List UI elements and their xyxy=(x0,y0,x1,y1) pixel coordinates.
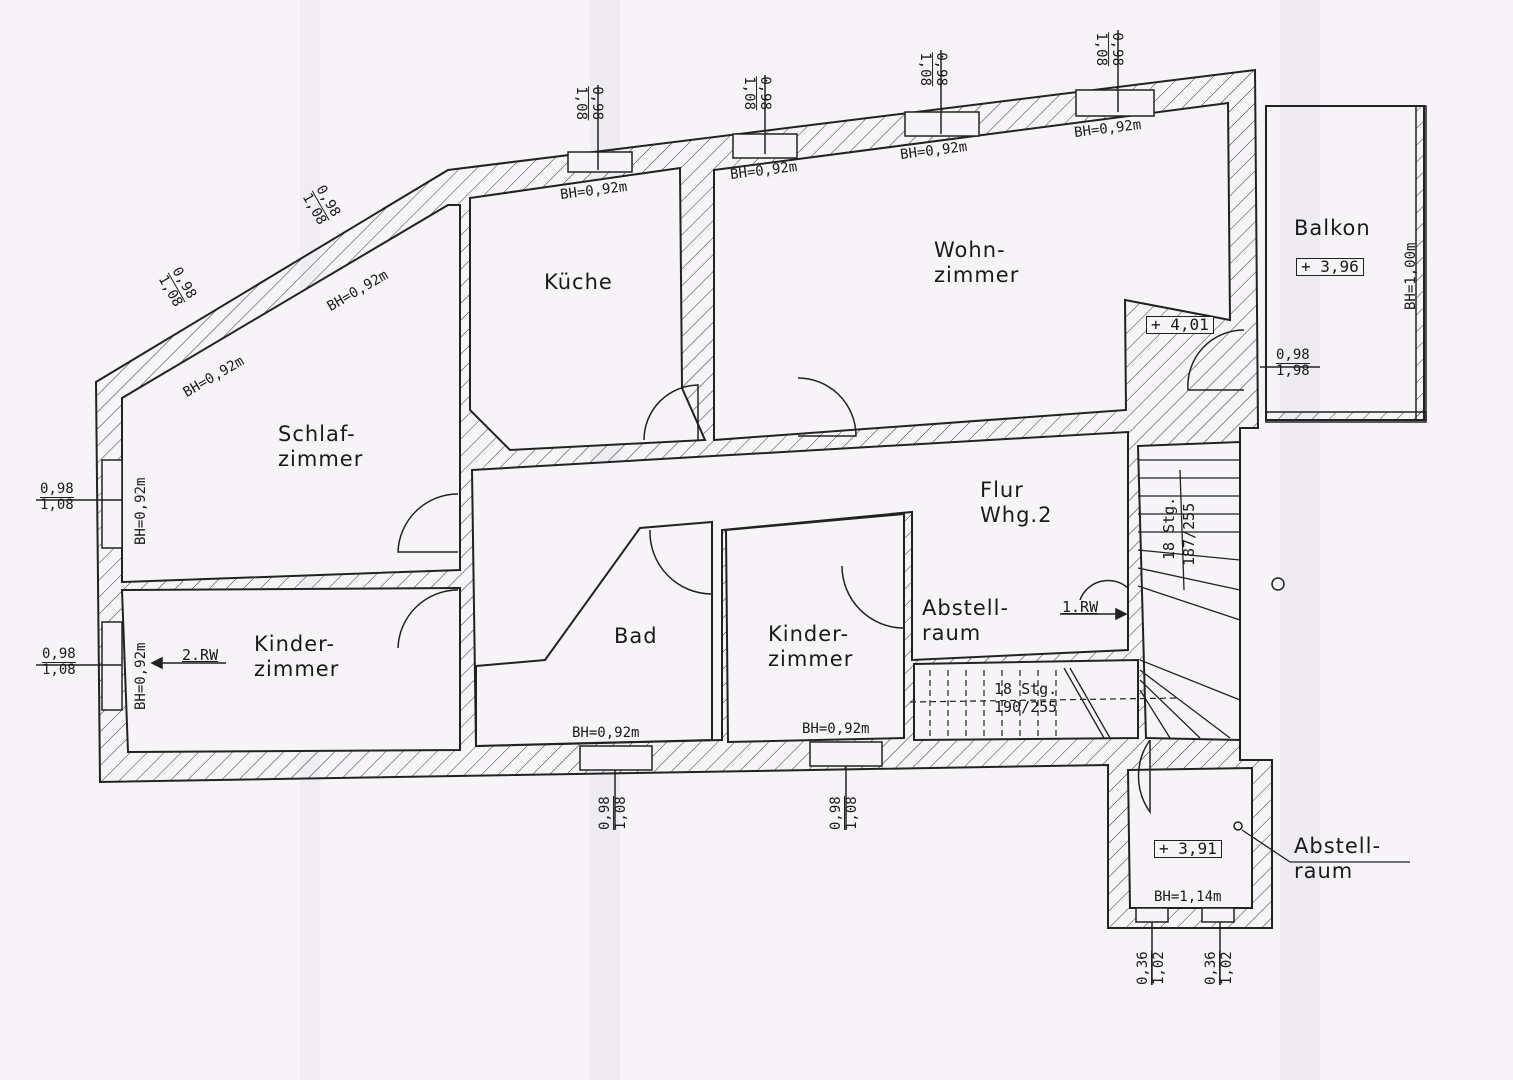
room-label-kinderzimmer-left: Kinder-zimmer xyxy=(254,632,340,682)
windows xyxy=(101,89,1235,923)
sill-kinder-mid: BH=0,92m xyxy=(802,721,870,737)
level-balkon: + 3,96 xyxy=(1296,258,1364,276)
room-label-kinderzimmer-mid: Kinder-zimmer xyxy=(768,622,854,672)
room-label-abstellraum-outer: Abstell-raum xyxy=(1294,834,1382,884)
room-label-schlafzimmer: Schlaf-zimmer xyxy=(278,422,364,472)
level-landing: + 4,01 xyxy=(1146,316,1214,334)
room-label-wohnzimmer: Wohn-zimmer xyxy=(934,238,1020,288)
escape-route-2: 2.RW xyxy=(182,646,219,664)
escape-route-1: 1.RW xyxy=(1062,598,1099,616)
stairs-upper-steps: 18 Stg. xyxy=(1160,496,1178,560)
stairs-upper-ratio: 187/255 xyxy=(1180,502,1198,566)
room-label-bad: Bad xyxy=(614,624,658,648)
sill-schlaf-side: BH=0,92m xyxy=(133,477,149,545)
stairs-lower xyxy=(909,670,1181,738)
room-label-kueche: Küche xyxy=(544,270,613,294)
sill-balkon: BH=1,00m xyxy=(1403,242,1419,310)
doors xyxy=(397,329,1245,815)
level-abstellraum: + 3,91 xyxy=(1154,840,1222,858)
room-label-balkon: Balkon xyxy=(1294,216,1371,240)
stairs-lower-steps: 18 Stg. xyxy=(994,680,1058,698)
room-label-abstellraum-inner: Abstell-raum xyxy=(922,596,1010,646)
outer-walls xyxy=(94,68,1273,929)
sill-abstellraum: BH=1,14m xyxy=(1154,889,1222,905)
sill-bad: BH=0,92m xyxy=(572,725,640,741)
window-leaders xyxy=(36,30,1320,985)
stairs-lower-ratio: 190/255 xyxy=(994,698,1058,716)
sill-kinder-side: BH=0,92m xyxy=(133,642,149,710)
escape-arrows xyxy=(150,607,1128,670)
stairs xyxy=(1063,459,1241,739)
